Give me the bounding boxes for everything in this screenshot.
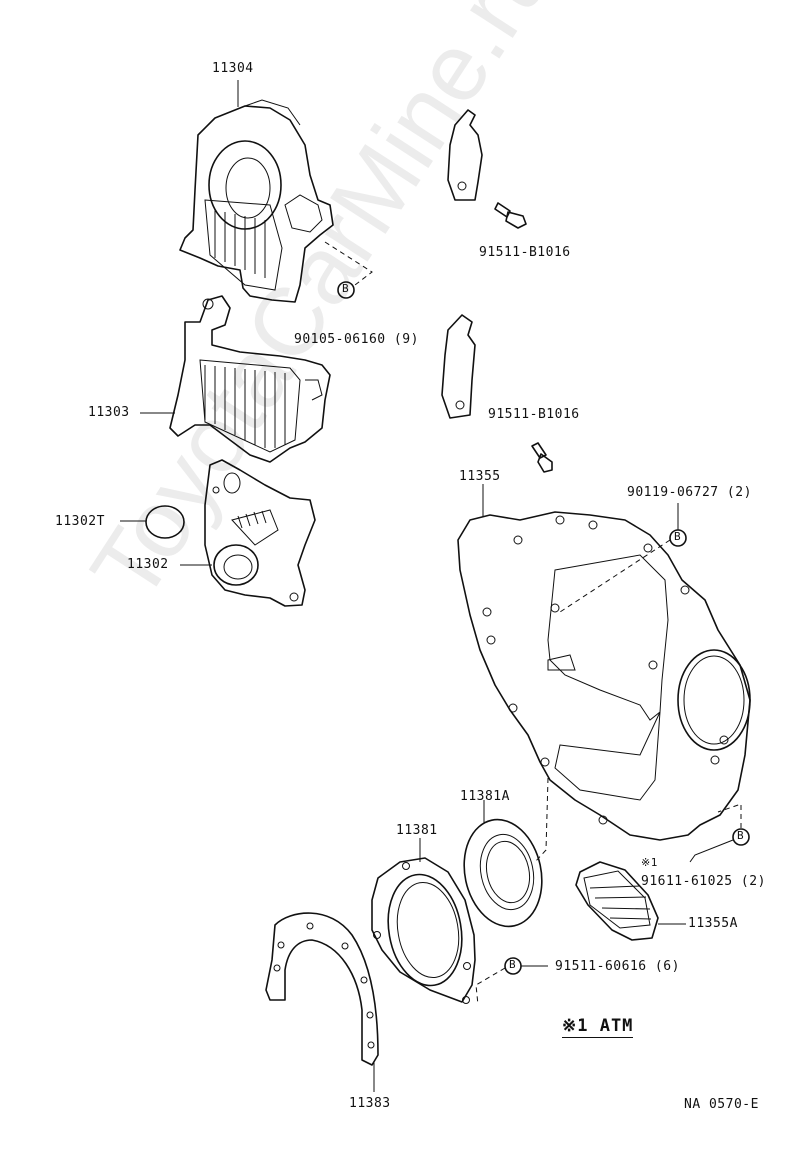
label-11383: 11383: [349, 1096, 391, 1111]
label-91611-61025: 91611-61025 (2): [641, 874, 766, 889]
label-11304: 11304: [212, 61, 254, 76]
label-11303: 11303: [88, 405, 130, 420]
label-91511-B1016-upper: 91511-B1016: [479, 245, 571, 260]
b-marker-90105: [324, 241, 373, 299]
label-11381A: 11381A: [460, 789, 510, 804]
label-90105-06160: 90105-06160 (9): [294, 332, 419, 347]
part-11304-upper-timing-cover: [179, 80, 334, 303]
part-11302T-plug: [120, 505, 185, 539]
b-marker-label-3: B: [737, 829, 745, 842]
part-11355A-cover: [575, 861, 686, 941]
label-11302: 11302: [127, 557, 169, 572]
label-91511-60616: 91511-60616 (6): [555, 959, 680, 974]
part-11355-end-plate: [457, 484, 751, 841]
b-marker-91611: [689, 803, 750, 863]
label-11355A: 11355A: [688, 916, 738, 931]
bolt-upper: [494, 202, 527, 229]
label-note-star-1: ※1: [641, 856, 658, 869]
bracket-upper: [447, 109, 483, 201]
reference-code: NA 0570-E: [684, 1097, 759, 1112]
label-11302T: 11302T: [55, 514, 105, 529]
b-marker-label-1: B: [342, 282, 350, 295]
label-11355: 11355: [459, 469, 501, 484]
label-91511-B1016-lower: 91511-B1016: [488, 407, 580, 422]
part-11302-lower-timing-cover: [180, 459, 316, 607]
b-marker-label-4: B: [509, 958, 517, 971]
part-11381-seal-retainer: [371, 838, 476, 1004]
atm-note: ※1 ATM: [562, 1016, 634, 1038]
b-marker-90119: [559, 503, 687, 613]
part-11381A-oil-seal: [463, 777, 549, 928]
part-11303-middle-timing-cover: [140, 295, 331, 463]
label-90119-06727: 90119-06727 (2): [627, 485, 752, 500]
part-11383-gasket: [265, 912, 379, 1092]
label-11381: 11381: [396, 823, 438, 838]
b-marker-label-2: B: [674, 530, 682, 543]
bracket-lower: [441, 314, 476, 419]
b-marker-91511-60616: [475, 957, 548, 1006]
bolt-lower: [531, 442, 553, 473]
